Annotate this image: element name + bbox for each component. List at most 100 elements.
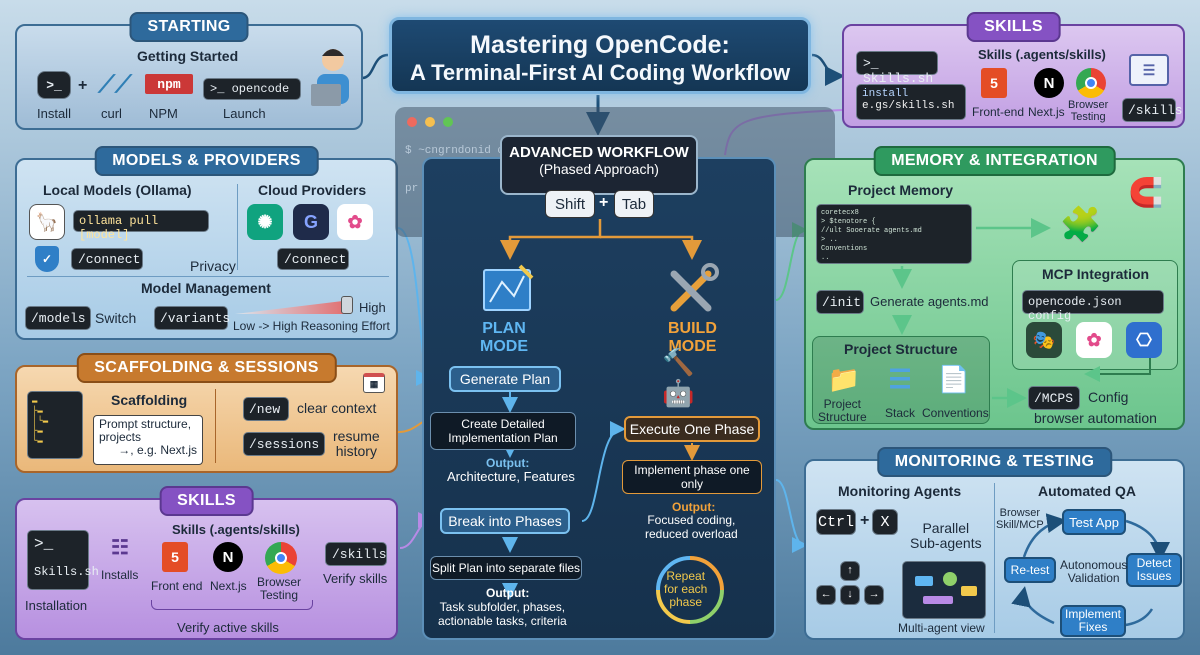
reasoning-slider[interactable] <box>235 300 351 314</box>
struct-stack-label: Stack <box>885 406 916 420</box>
starting-subtitle: Getting Started <box>137 48 239 64</box>
chrome-icon <box>1076 68 1106 98</box>
ctrl-key: Ctrl <box>816 509 856 535</box>
output-label-2: Output: <box>486 586 530 600</box>
skills-bottom-heading: Skills (.agents/skills) <box>172 522 300 537</box>
advanced-sub: (Phased Approach) <box>539 161 659 177</box>
magnet-icon: 🧲 <box>1128 176 1164 208</box>
skills-bracket <box>151 600 313 610</box>
privacy-label: Privacy <box>190 258 236 274</box>
output-text-3: Focused coding,reduced overload <box>645 513 738 541</box>
launch-icon: >_ opencode <box>203 78 301 100</box>
list-icon: ☷ <box>111 536 129 559</box>
slider-thumb[interactable] <box>341 296 353 314</box>
workflow-arrows <box>500 219 702 599</box>
robot-icon: 🔨🤖 <box>662 347 695 408</box>
playwright-icon: 🎭 <box>1026 322 1062 358</box>
reasoning-effort-label: Low -> High Reasoning Effort <box>233 319 390 333</box>
skills-sh-label: Skills.sh <box>34 565 99 579</box>
mcp-config-cmd: opencode.json config <box>1022 290 1164 323</box>
models-panel: MODELS & PROVIDERS Local Models (Ollama)… <box>15 146 398 340</box>
frontend-label: Front-end <box>972 105 1025 119</box>
verify-skills-label: Verify skills <box>323 571 388 586</box>
x-key: X <box>872 509 898 535</box>
skills-sh-icon: >_ Skills.sh <box>27 530 99 590</box>
models-divider <box>27 276 389 277</box>
skills-install-box: install e.gs/skills.sh <box>856 84 966 120</box>
split-plan-box: Split Plan into separate files <box>430 556 582 580</box>
output-text-1: Architecture, Features <box>447 469 575 484</box>
scaffold-title: SCAFFOLDING & SESSIONS <box>76 353 337 383</box>
tools-icon <box>670 263 719 312</box>
config-label: Config <box>1088 389 1129 405</box>
init-cmd: /init <box>816 290 864 314</box>
flower-mcp-icon: ✿ <box>1076 322 1112 358</box>
retest-node: Re-test <box>1004 557 1056 583</box>
arrow-right-key: → <box>864 585 884 605</box>
scaffolding-heading: Scaffolding <box>111 392 188 408</box>
nextjs-icon: N <box>1034 68 1064 98</box>
plus-sign: + <box>78 77 88 94</box>
openai-icon: ✺ <box>247 204 283 240</box>
bg-terminal-line-2: pr <box>405 183 419 195</box>
title-line-2: A Terminal-First AI Coding Workflow <box>409 60 791 85</box>
folder-icon: 📁 <box>827 363 861 394</box>
multi-agent-view-icon <box>902 561 986 619</box>
break-phases-button[interactable]: Break into Phases <box>440 508 570 534</box>
memory-code-box: coretecx8> $tenotore { //ult Sooerate ag… <box>816 204 972 264</box>
output-text-2: Task subfolder, phases,actionable tasks,… <box>438 600 567 628</box>
nextjs-bottom-icon: N <box>213 542 243 572</box>
arrow-down-key: ↓ <box>840 585 860 605</box>
install-line-1: install <box>862 88 909 100</box>
model-management-heading: Model Management <box>141 280 271 296</box>
install-label: Install <box>37 106 71 121</box>
flower-provider-icon: ✿ <box>337 204 373 240</box>
skills-top-panel: SKILLS >_ Skills.sh Skills (.agents/skil… <box>842 12 1185 128</box>
puzzle-icon: 🧩 <box>1059 206 1103 244</box>
curl-label: curl <box>101 106 122 121</box>
launch-label: Launch <box>223 106 266 121</box>
nextjs-label: Next.js <box>1028 105 1065 119</box>
skills-top-cmd: /skills <box>1122 98 1183 122</box>
output-label-3: Output: <box>672 500 716 514</box>
repeat-cycle-icon <box>656 556 724 624</box>
execute-phase-button[interactable]: Execute One Phase <box>624 416 760 442</box>
starting-panel: STARTING Getting Started >_ Install + ⟋⟋… <box>15 12 363 130</box>
memory-panel: MEMORY & INTEGRATION Project Memory core… <box>804 146 1185 430</box>
high-label: High <box>359 300 386 315</box>
monitoring-divider <box>994 483 995 633</box>
memory-arrows <box>892 218 1151 408</box>
project-structure-heading: Project Structure <box>844 341 958 357</box>
shift-key: Shift <box>545 190 595 218</box>
gitlab-icon: ⎔ <box>1126 322 1162 358</box>
switch-label: Switch <box>95 310 137 326</box>
bg-terminal-line-1: $ ~cngrndonid o <box>405 145 505 157</box>
generate-plan-button[interactable]: Generate Plan <box>449 366 561 392</box>
main-title: Mastering OpenCode: A Terminal-First AI … <box>389 17 811 94</box>
installs-label: Installs <box>101 568 139 582</box>
shift-tab-plus: + <box>599 194 609 211</box>
project-structure-box <box>812 336 990 424</box>
curl-icon: ⟋⟋ <box>98 71 132 98</box>
models-vertical-divider <box>237 184 238 270</box>
arrow-up-key: ↑ <box>840 561 860 581</box>
g-provider-icon: G <box>293 204 329 240</box>
stack-layers-icon: ☰ <box>888 363 912 394</box>
html5-bottom-icon: 5 <box>162 542 188 572</box>
chrome-bottom-icon <box>265 542 297 574</box>
npm-icon: npm <box>145 74 193 94</box>
variants-cmd: /variants <box>154 306 230 330</box>
install-line-2: e.gs/skills.sh <box>862 100 955 112</box>
skills-bottom-cmd: /skills <box>325 542 387 566</box>
local-models-heading: Local Models (Ollama) <box>43 182 192 198</box>
tab-key: Tab <box>614 190 654 218</box>
